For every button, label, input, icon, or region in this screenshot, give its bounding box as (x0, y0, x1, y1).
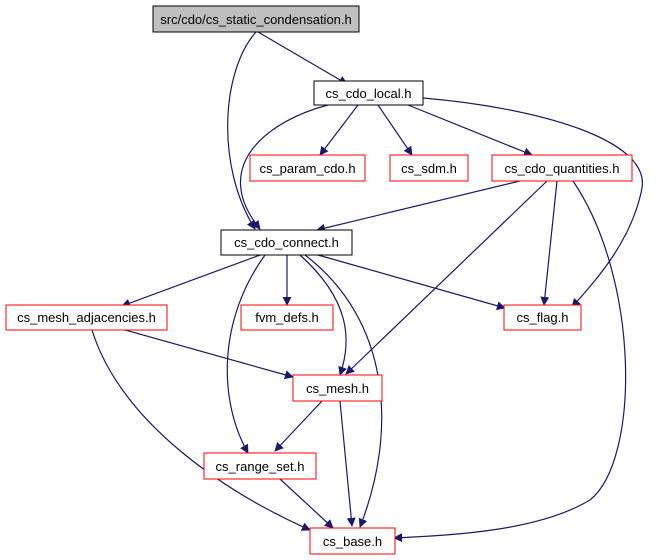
node-label: src/cdo/cs_static_condensation.h (160, 12, 352, 27)
node-cs-static-condensation-h[interactable]: src/cdo/cs_static_condensation.h (152, 5, 360, 33)
node-label: cs_mesh.h (306, 381, 369, 396)
node-cs-cdo-connect-h[interactable]: cs_cdo_connect.h (220, 229, 353, 256)
node-label: cs_flag.h (516, 310, 568, 325)
node-label: cs_range_set.h (216, 459, 305, 474)
node-fvm-defs-h[interactable]: fvm_defs.h (240, 304, 334, 331)
edge-local-to-flag (422, 97, 643, 308)
edge-connect-to-adj (121, 254, 261, 308)
node-label: cs_param_cdo.h (259, 161, 355, 176)
file-nodes: src/cdo/cs_static_condensation.h cs_cdo_… (5, 5, 633, 555)
edge-adj-to-mesh (124, 329, 294, 380)
edge-mesh-to-base (339, 400, 356, 527)
edge-quant-to-base (393, 180, 627, 543)
node-cs-sdm-h[interactable]: cs_sdm.h (389, 154, 469, 182)
node-label: cs_sdm.h (401, 161, 457, 176)
node-label: cs_mesh_adjacencies.h (17, 310, 156, 325)
node-cs-cdo-local-h[interactable]: cs_cdo_local.h (313, 80, 424, 106)
edge-local-to-quant (407, 104, 533, 157)
edge-quant-to-flag (540, 180, 558, 306)
edge-mesh-to-range (274, 400, 323, 452)
node-label: cs_cdo_quantities.h (505, 161, 620, 176)
edge-local-to-sdm (377, 104, 413, 156)
edge-local-to-param (319, 104, 359, 156)
edge-connect-to-mesh (299, 254, 347, 376)
node-label: cs_cdo_local.h (326, 86, 412, 101)
edge-adj-to-base (91, 329, 311, 531)
edge-connect-to-flag (317, 254, 506, 311)
edge-local-to-connect (239, 104, 329, 230)
node-label: cs_base.h (323, 534, 382, 549)
node-cs-range-set-h[interactable]: cs_range_set.h (203, 452, 317, 480)
node-cs-cdo-quantities-h[interactable]: cs_cdo_quantities.h (491, 154, 633, 182)
node-cs-mesh-adjacencies-h[interactable]: cs_mesh_adjacencies.h (5, 304, 168, 331)
node-cs-param-cdo-h[interactable]: cs_param_cdo.h (249, 154, 366, 182)
edge-range-to-base (279, 478, 334, 529)
edge-quant-to-mesh (345, 180, 548, 375)
node-cs-base-h[interactable]: cs_base.h (309, 527, 396, 555)
edge-quant-to-connect (316, 180, 521, 233)
node-label: fvm_defs.h (255, 310, 319, 325)
node-cs-mesh-h[interactable]: cs_mesh.h (292, 374, 383, 402)
dependency-edges (91, 31, 643, 543)
edge-root-to-connect (227, 31, 257, 230)
node-label: cs_cdo_connect.h (234, 235, 339, 250)
edge-root-to-local (257, 31, 348, 85)
node-cs-flag-h[interactable]: cs_flag.h (503, 304, 582, 331)
edge-connect-to-range (226, 254, 266, 454)
